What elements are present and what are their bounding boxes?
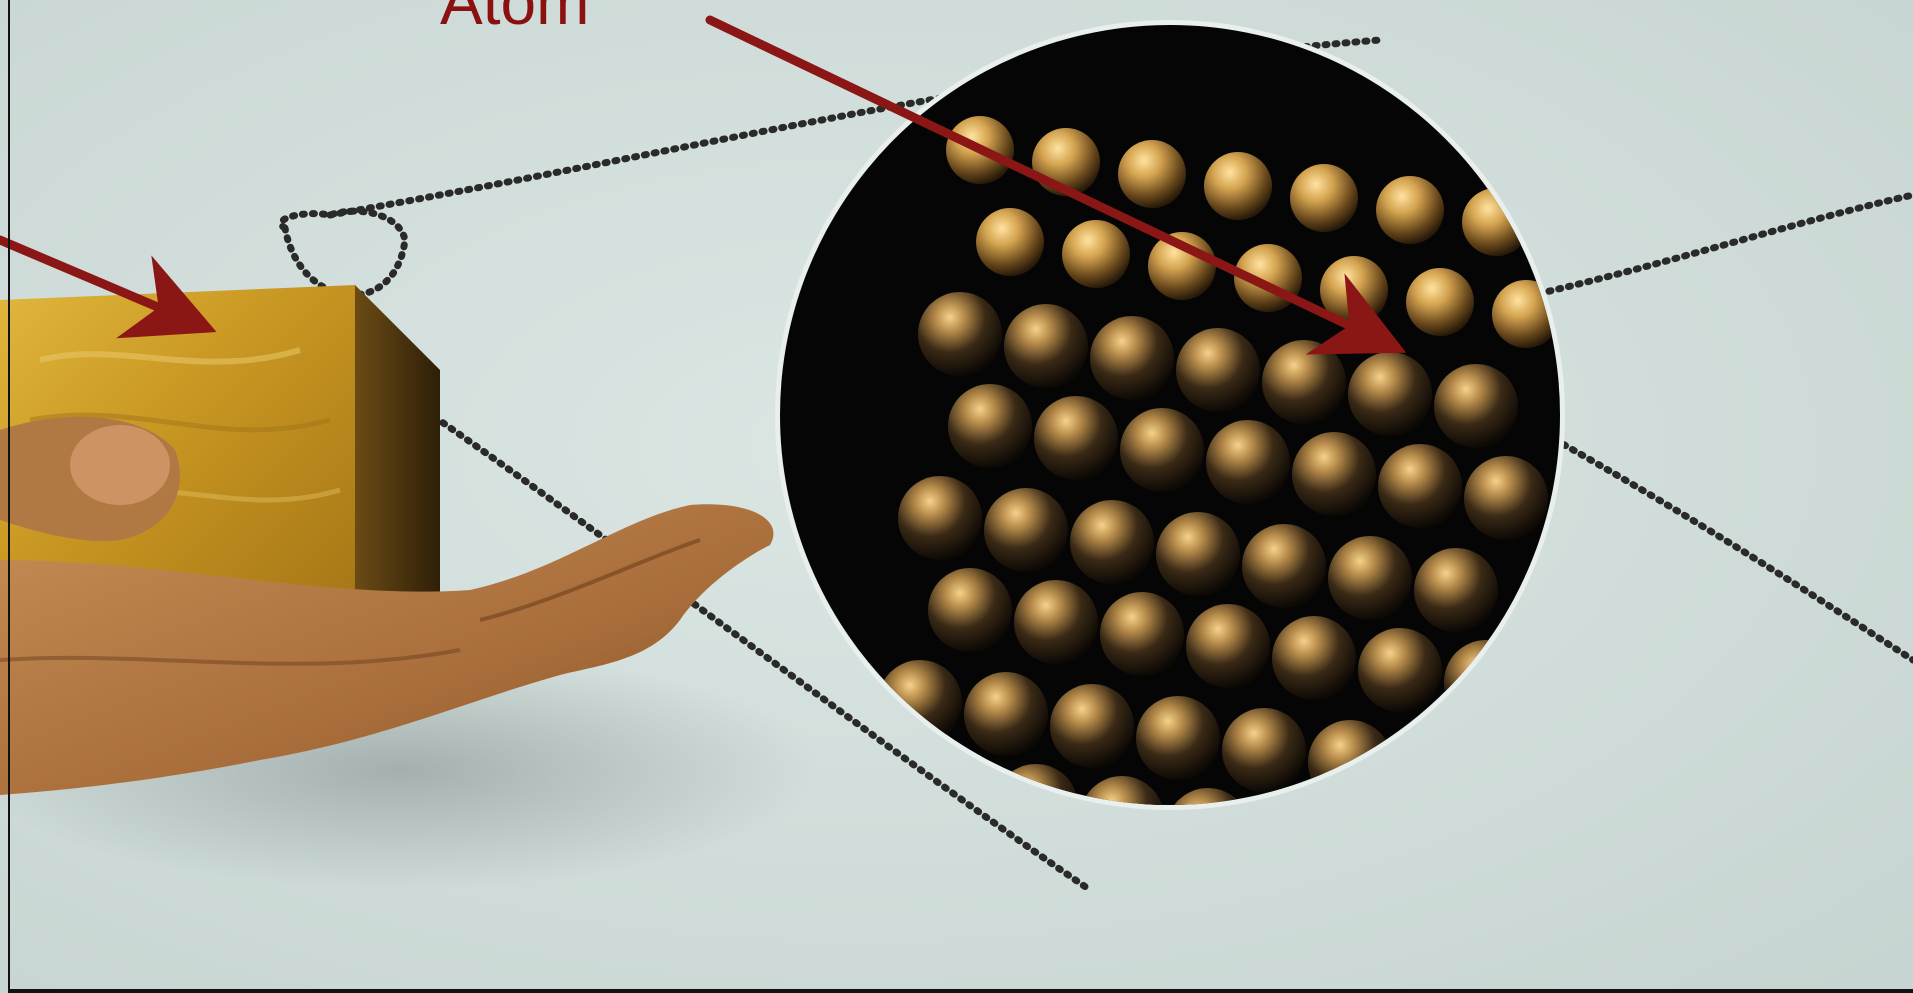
atom-label: Atom: [440, 0, 589, 34]
atom-sphere: [1090, 316, 1174, 400]
atom-sphere: [976, 208, 1044, 276]
atom-sphere: [948, 384, 1032, 468]
atom-sphere: [1376, 176, 1444, 244]
atom-sphere: [1120, 408, 1204, 492]
atom-sphere: [1204, 152, 1272, 220]
atom-sphere: [1328, 536, 1412, 620]
atom-sphere: [1118, 140, 1186, 208]
atom-sphere: [1156, 512, 1240, 596]
atom-sphere: [928, 568, 1012, 652]
atom-sphere: [898, 476, 982, 560]
atom-sphere: [1434, 364, 1518, 448]
atom-sphere: [1176, 328, 1260, 412]
atom-sphere: [1262, 340, 1346, 424]
atom-sphere: [1186, 604, 1270, 688]
atom-sphere: [1014, 580, 1098, 664]
atom-sphere: [1358, 628, 1442, 712]
atom-sphere: [1378, 444, 1462, 528]
atom-sphere: [1464, 456, 1548, 540]
frame-bottom-border: [8, 989, 1913, 993]
atom-sphere: [984, 488, 1068, 572]
atom-sphere: [1406, 268, 1474, 336]
atom-sphere: [1004, 304, 1088, 388]
atom-sphere: [964, 672, 1048, 756]
atom-sphere: [1034, 396, 1118, 480]
frame-left-border: [8, 0, 10, 993]
atom-sphere: [1050, 684, 1134, 768]
atom-sphere: [1242, 524, 1326, 608]
atom-sphere: [1100, 592, 1184, 676]
atom-sphere: [1290, 164, 1358, 232]
atom-sphere: [1206, 420, 1290, 504]
atom-sphere: [1414, 548, 1498, 632]
atom-sphere: [1292, 432, 1376, 516]
atom-sphere: [1222, 708, 1306, 792]
atom-sphere: [1136, 696, 1220, 780]
atom-sphere: [1070, 500, 1154, 584]
atom-sphere: [1348, 352, 1432, 436]
atom-sphere: [1062, 220, 1130, 288]
atom-sphere: [1272, 616, 1356, 700]
atom-sphere: [918, 292, 1002, 376]
